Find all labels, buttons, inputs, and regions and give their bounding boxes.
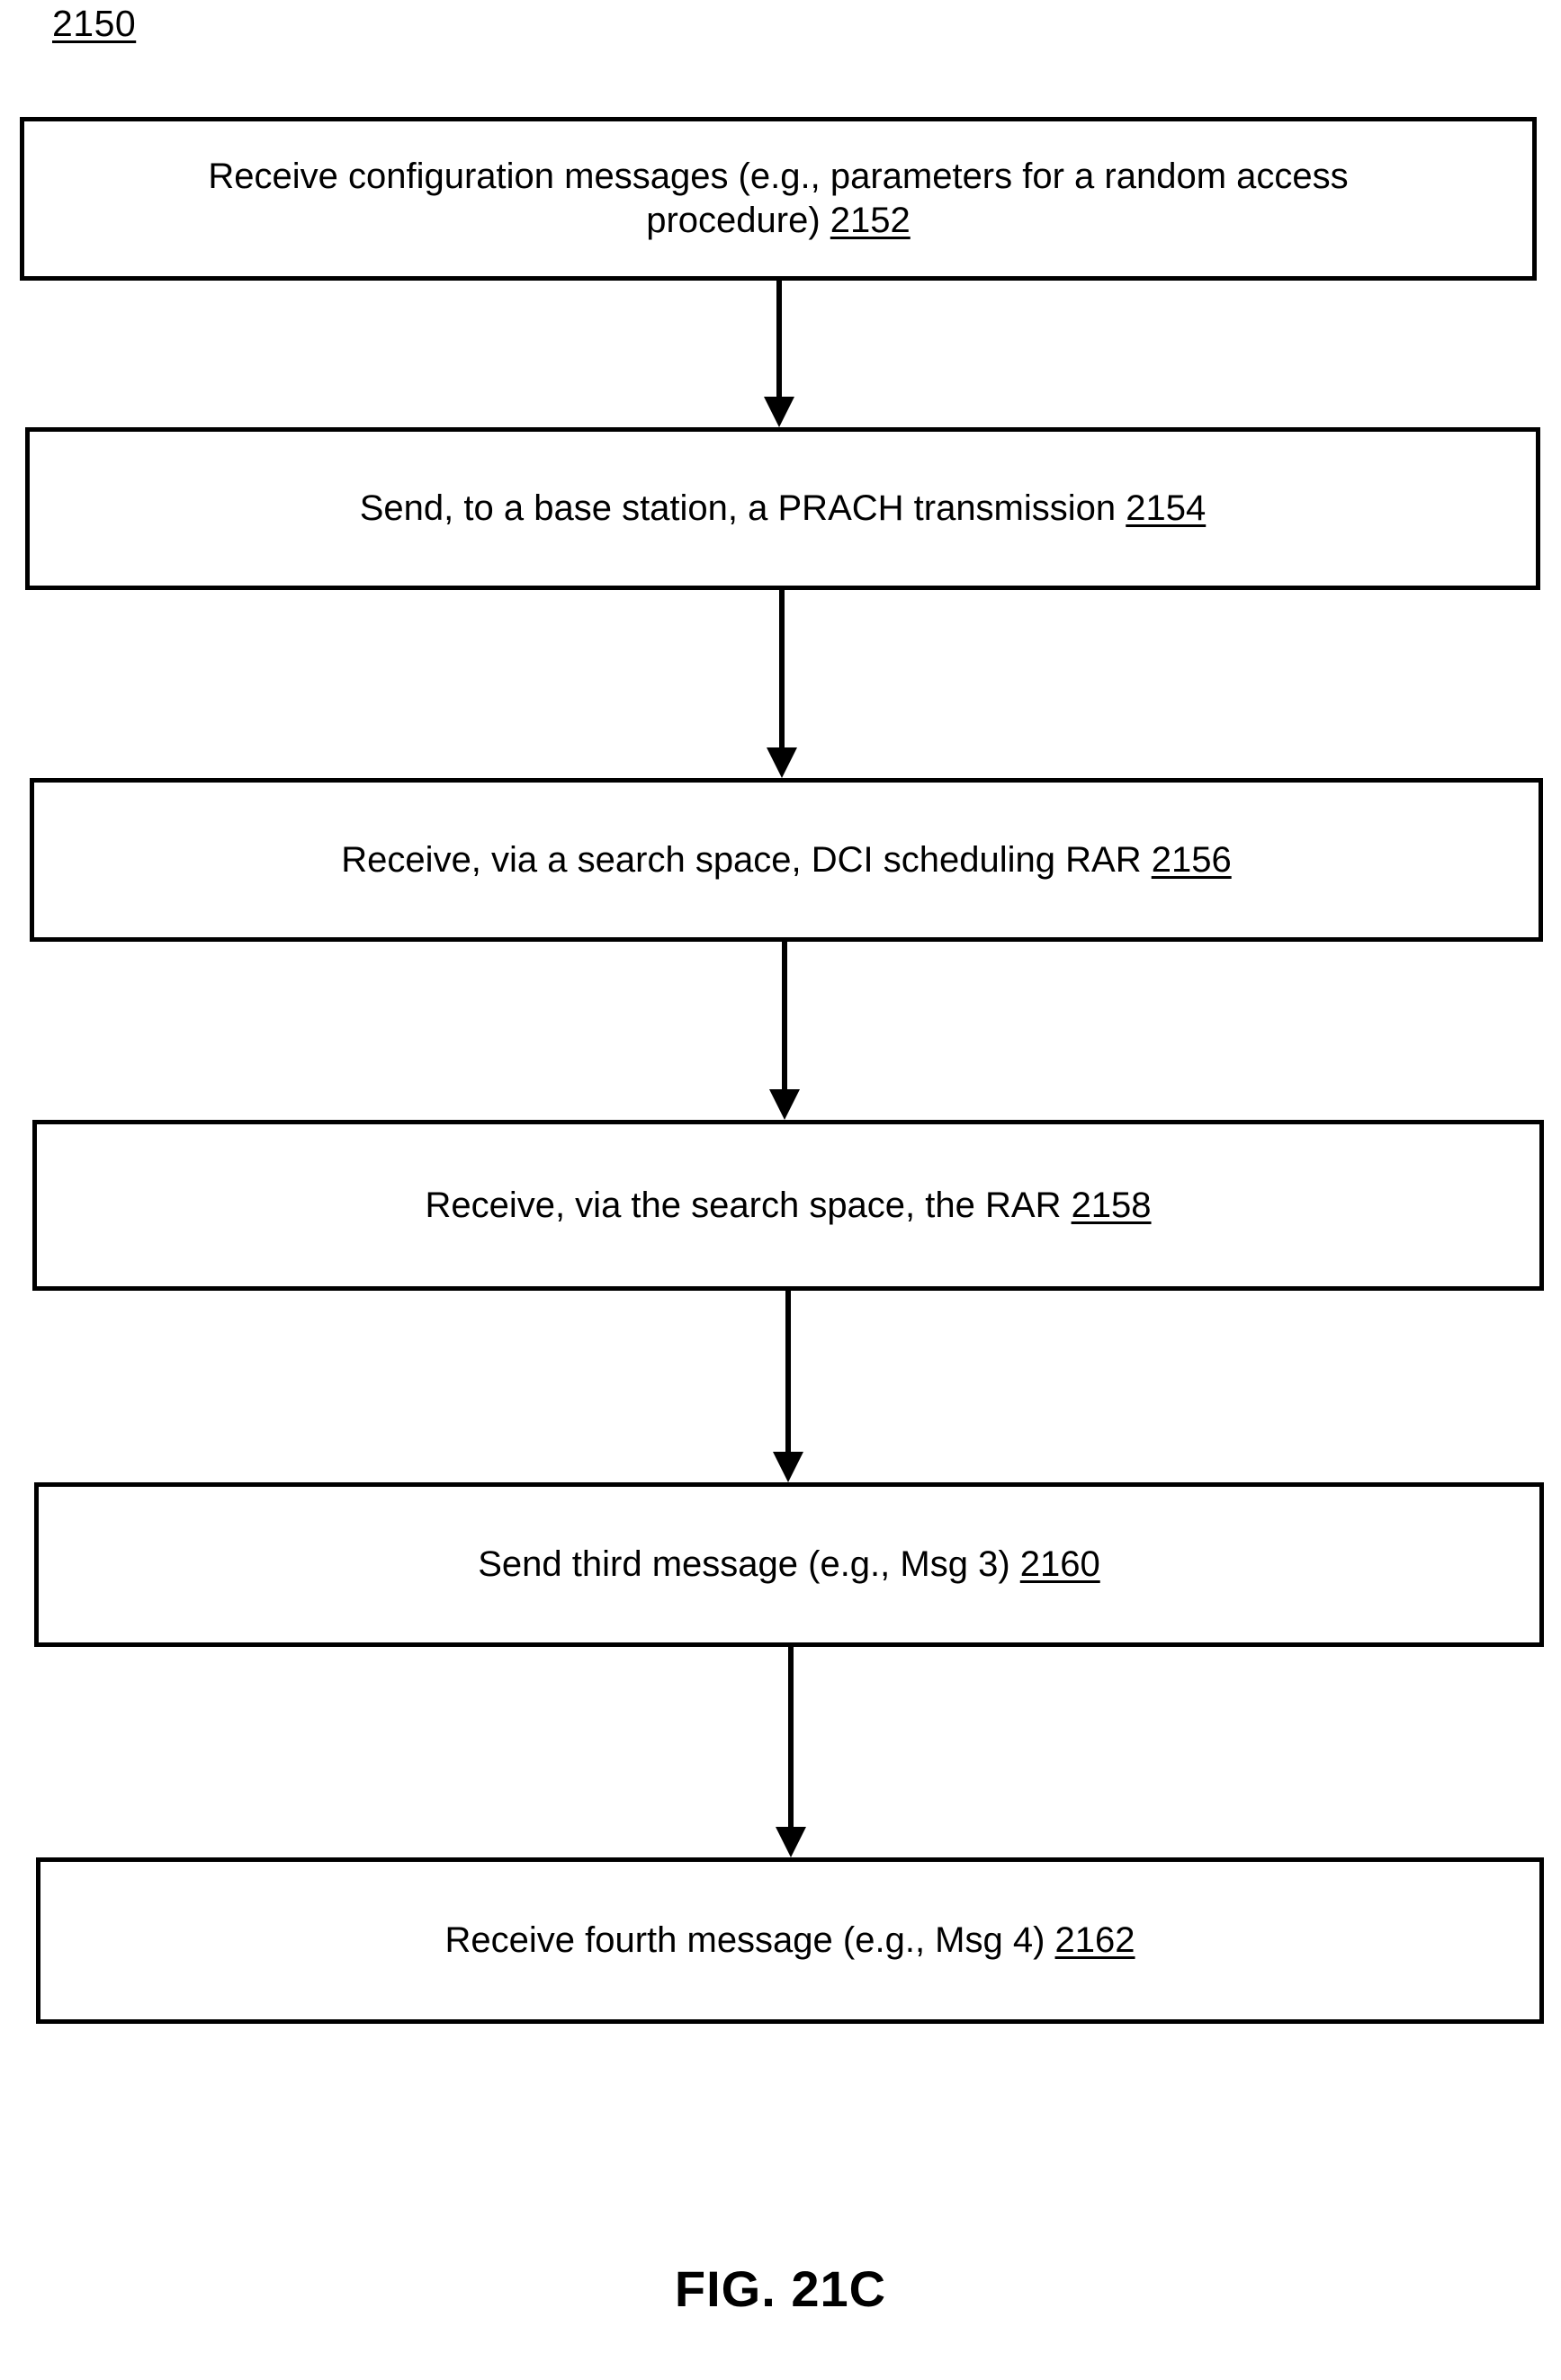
flowchart-node-2160-label: Send third message (e.g., Msg 3) 2160 bbox=[453, 1543, 1125, 1587]
flowchart-node-2158: Receive, via the search space, the RAR 2… bbox=[32, 1120, 1544, 1291]
figure-caption: FIG. 21C bbox=[674, 2260, 887, 2317]
flowchart-node-2156-ref: 2156 bbox=[1151, 839, 1232, 880]
flowchart-node-2160: Send third message (e.g., Msg 3) 2160 bbox=[34, 1482, 1544, 1647]
arrow-head bbox=[764, 397, 794, 427]
flowchart-node-2154-label: Send, to a base station, a PRACH transmi… bbox=[335, 487, 1232, 531]
flowchart-node-2152-text: Receive configuration messages (e.g., pa… bbox=[208, 157, 1349, 240]
flowchart-node-2154-text: Send, to a base station, a PRACH transmi… bbox=[359, 488, 1126, 528]
flowchart-node-2154: Send, to a base station, a PRACH transmi… bbox=[25, 427, 1540, 590]
flowchart-node-2158-label: Receive, via the search space, the RAR 2… bbox=[399, 1184, 1176, 1228]
arrow-shaft bbox=[782, 942, 787, 1089]
arrow-head bbox=[767, 747, 797, 778]
flowchart-node-2152-label: Receive configuration messages (e.g., pa… bbox=[183, 155, 1373, 243]
flowchart-node-2160-ref: 2160 bbox=[1019, 1544, 1100, 1584]
arrow-shaft bbox=[779, 590, 785, 747]
flowchart-node-2162-ref: 2162 bbox=[1054, 1920, 1135, 1960]
flowchart-node-2152: Receive configuration messages (e.g., pa… bbox=[20, 117, 1537, 281]
flowchart-node-2152-ref: 2152 bbox=[830, 201, 911, 240]
flowchart-node-2156-label: Receive, via a search space, DCI schedul… bbox=[316, 838, 1256, 882]
arrow-head bbox=[773, 1452, 803, 1482]
flowchart-node-2158-ref: 2158 bbox=[1071, 1185, 1152, 1225]
flowchart-node-2156: Receive, via a search space, DCI schedul… bbox=[30, 778, 1543, 942]
arrow-shaft bbox=[788, 1647, 794, 1827]
flowchart-node-2154-ref: 2154 bbox=[1126, 488, 1207, 528]
arrow-shaft bbox=[776, 281, 782, 397]
flowchart-node-2162-label: Receive fourth message (e.g., Msg 4) 216… bbox=[419, 1919, 1160, 1963]
figure-reference-numeral: 2150 bbox=[52, 3, 137, 44]
flowchart-node-2156-text: Receive, via a search space, DCI schedul… bbox=[341, 839, 1152, 880]
flowchart-node-2162-text: Receive fourth message (e.g., Msg 4) bbox=[444, 1920, 1055, 1960]
arrow-head bbox=[769, 1089, 800, 1120]
arrow-shaft bbox=[785, 1291, 791, 1452]
flowchart-node-2158-text: Receive, via the search space, the RAR bbox=[425, 1185, 1072, 1225]
flowchart-node-2160-text: Send third message (e.g., Msg 3) bbox=[478, 1544, 1020, 1584]
flowchart-node-2162: Receive fourth message (e.g., Msg 4) 216… bbox=[36, 1857, 1544, 2024]
arrow-head bbox=[776, 1827, 806, 1857]
